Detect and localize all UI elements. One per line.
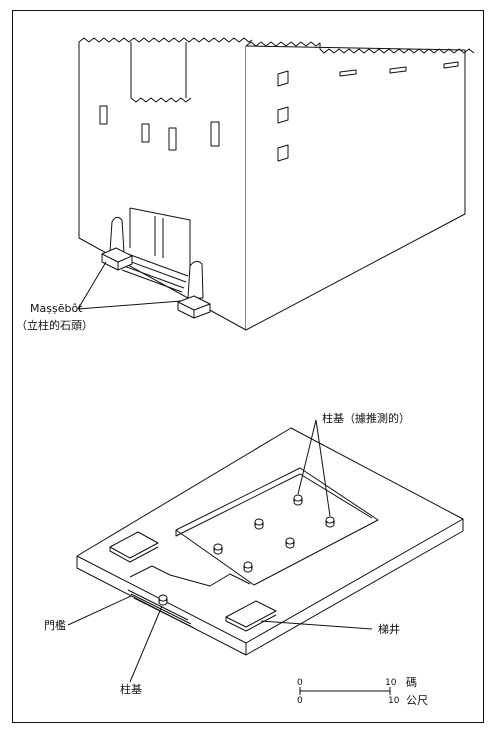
inner-courtyard (175, 467, 379, 586)
scale-bottom-end: 10 (388, 696, 400, 706)
scale-top-end: 10 (385, 678, 397, 688)
massebah-base-right (177, 295, 211, 319)
tower-recess (130, 42, 187, 98)
figure-frame (12, 10, 484, 723)
side-crenellation (245, 41, 475, 54)
massebot-label: Maṣṣēbôt (30, 302, 83, 315)
front-window (210, 121, 220, 147)
building-side-face (245, 45, 466, 331)
scale-top-unit: 碼 (406, 676, 417, 689)
stairwell-label: 梯井 (378, 623, 400, 636)
entrance-notch (129, 565, 251, 587)
platform-top (76, 427, 464, 644)
massebah-stone-left (109, 216, 125, 253)
side-slot (389, 66, 407, 74)
side-window (277, 106, 289, 124)
side-slot (339, 69, 357, 77)
scale-bar (299, 687, 391, 695)
pillar-inferred-leader (297, 419, 331, 517)
front-window (141, 123, 150, 143)
front-window (99, 105, 108, 125)
stairwell-leader (260, 620, 373, 630)
pillar-base-label: 柱基 (120, 683, 142, 696)
side-window (277, 70, 289, 87)
side-window (277, 144, 289, 162)
massebah-stone-right (187, 260, 204, 299)
massebot-sublabel: （立柱的石頭） (16, 319, 93, 332)
massebot-leader-line (77, 261, 182, 310)
threshold-steps (121, 253, 189, 293)
building-front-face (78, 42, 247, 331)
stairwell (225, 600, 277, 628)
threshold-leader (67, 595, 132, 626)
scale-bottom-start: 0 (297, 696, 303, 706)
building-isometric (77, 37, 475, 331)
left-recess (109, 531, 159, 559)
door-pillar (154, 216, 164, 258)
threshold-label: 門檻 (44, 619, 66, 632)
tower-recess-crenel (130, 97, 192, 103)
doorway (129, 207, 191, 268)
pillar-base-inferred (158, 494, 335, 606)
scale-bottom-unit: 公尺 (406, 694, 428, 707)
scale-top-start: 0 (297, 678, 303, 688)
courtyard-depth (175, 473, 373, 537)
pillar-base-leader (129, 605, 163, 683)
front-crenellation (78, 37, 253, 43)
front-window (168, 127, 177, 151)
plan-isometric (67, 419, 464, 683)
pillar-base-inferred-label: 柱基（據推測的） (322, 412, 410, 425)
side-slot (443, 61, 459, 69)
massebah-base-left (101, 247, 133, 271)
